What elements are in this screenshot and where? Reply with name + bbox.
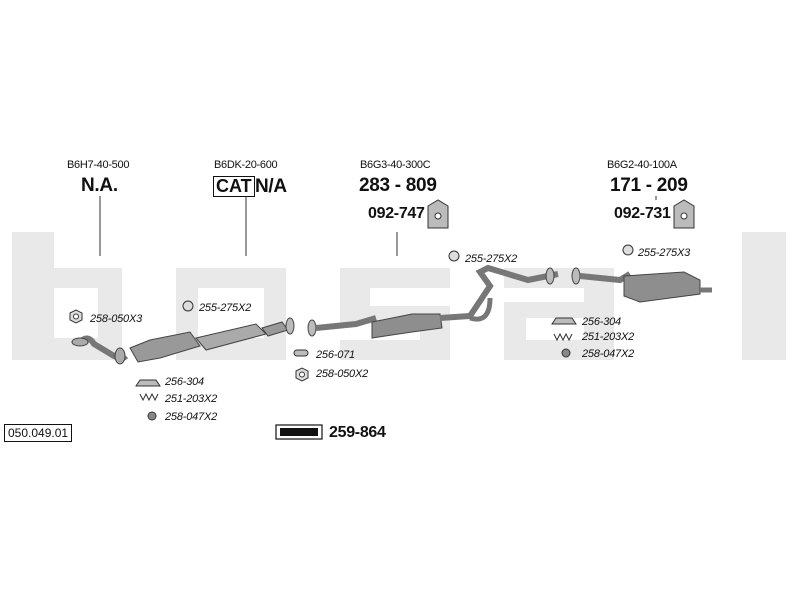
part-front-gasket: 256-304: [165, 376, 204, 388]
reference-number-box: 050.049.01: [4, 424, 73, 442]
bracket-number-rear: 092-731: [614, 205, 671, 222]
part-rear-clamp: 255-275X3: [638, 247, 691, 259]
oe-number-front-pipe: B6H7-40-500: [67, 159, 130, 171]
oe-number-catalyst: B6DK-20-600: [214, 159, 278, 171]
cat-label-box: CAT: [213, 176, 255, 197]
part-rear-bolt: 258-047X2: [582, 348, 635, 360]
bosal-number-front-pipe: N.A.: [81, 175, 118, 196]
part-front-nut: 258-050X3: [90, 313, 143, 325]
part-icons: [69, 244, 634, 421]
part-front-bolt: 258-047X2: [165, 411, 218, 423]
leader-lines: [99, 196, 657, 256]
kit-logo: [275, 424, 323, 440]
bracket-icons: [427, 199, 695, 229]
part-mid-nut: 258-050X2: [316, 368, 369, 380]
part-rear-gasket: 256-304: [582, 316, 621, 328]
bosal-number-rear-muffler: 171 - 209: [610, 175, 688, 196]
part-front-spring: 251-203X2: [165, 393, 218, 405]
oe-number-rear-muffler: B6G2-40-100A: [607, 159, 677, 171]
bosal-number-catalyst: N/A: [255, 176, 287, 197]
bracket-number-center: 092-747: [368, 205, 425, 222]
part-mid-gasket: 256-071: [316, 349, 355, 361]
part-rear-spring: 251-203X2: [582, 331, 635, 343]
bosal-number-center-pipe: 283 - 809: [359, 175, 437, 196]
exhaust-parts: [71, 264, 712, 365]
part-cat-clamp: 255-275X2: [199, 302, 252, 314]
oe-number-center-pipe: B6G3-40-300C: [360, 159, 431, 171]
watermark-logo: [12, 232, 786, 360]
kit-number: 259-864: [329, 424, 386, 441]
part-center-clamp: 255-275X2: [465, 253, 518, 265]
